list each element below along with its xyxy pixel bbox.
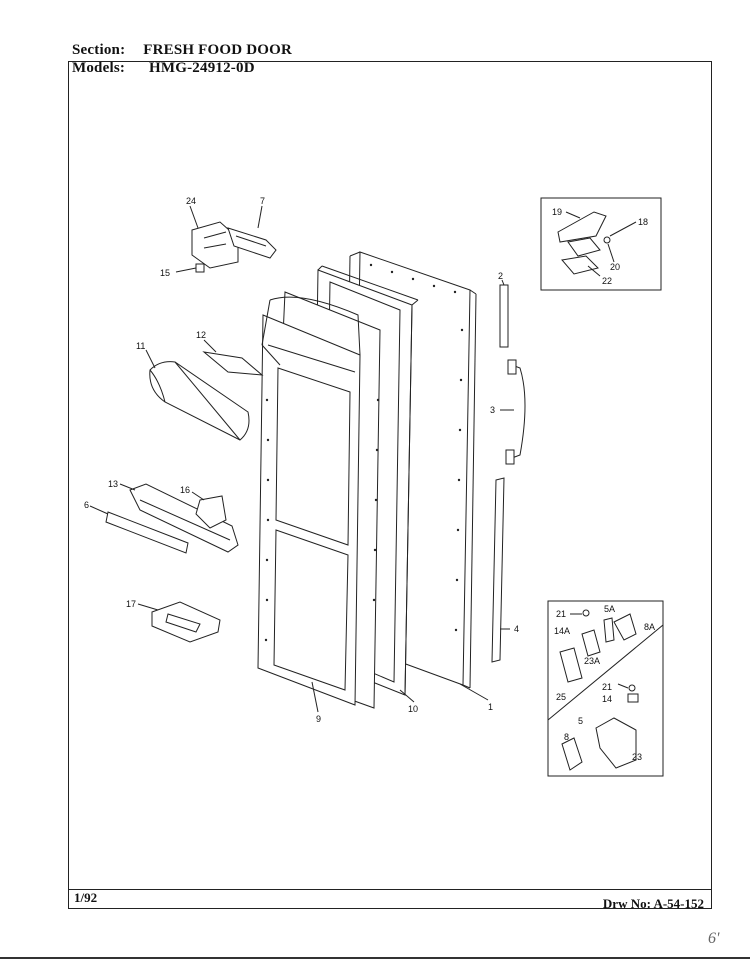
models-header: Models: HMG-24912-0D — [72, 60, 255, 77]
models-label: Models: — [72, 60, 126, 76]
page-bottom-rule — [0, 957, 750, 959]
footer-divider — [68, 889, 712, 890]
section-label: Section: — [72, 42, 126, 58]
part-6-trim-strip — [105, 511, 189, 554]
callout-22: 22 — [602, 276, 612, 286]
callout-23: 23 — [632, 752, 642, 762]
callout-10: 10 — [408, 704, 418, 714]
footer-date: 1/92 — [74, 890, 98, 905]
drawing-number: Drw No: A-54-152 — [602, 896, 704, 911]
diagram-frame — [68, 61, 712, 909]
callout-8: 8 — [564, 732, 569, 742]
part-16-bracket — [195, 495, 227, 529]
callout-13: 13 — [108, 479, 118, 489]
callout-5: 5 — [578, 716, 583, 726]
part-11-shelf-bin — [149, 361, 250, 441]
callout-16: 16 — [180, 485, 190, 495]
part-17-dispenser-pad — [151, 601, 221, 643]
inset-hinge-top — [540, 197, 662, 291]
callout-14a: 14A — [554, 626, 570, 636]
part-24-bracket — [191, 221, 239, 269]
part-7-hinge-cover — [227, 227, 277, 259]
callout-23a: 23A — [584, 656, 600, 666]
callout-20: 20 — [610, 262, 620, 272]
callout-3: 3 — [490, 405, 495, 415]
callout-15: 15 — [160, 268, 170, 278]
callout-5a: 5A — [604, 604, 615, 614]
callout-9: 9 — [316, 714, 321, 724]
callout-21a: 21 — [556, 609, 566, 619]
callout-1: 1 — [488, 702, 493, 712]
callout-2: 2 — [498, 271, 503, 281]
callout-17: 17 — [126, 599, 136, 609]
callout-14: 14 — [602, 694, 612, 704]
section-value: FRESH FOOD DOOR — [143, 42, 293, 58]
callout-7: 7 — [260, 196, 265, 206]
part-15-screw — [195, 263, 205, 273]
callout-12: 12 — [196, 330, 206, 340]
inset-hinge-bottom — [547, 600, 664, 777]
part-3-handle — [505, 359, 526, 465]
part-12-clip — [202, 351, 264, 376]
callout-18: 18 — [638, 217, 648, 227]
callout-25: 25 — [556, 692, 566, 702]
callout-11: 11 — [136, 341, 145, 351]
section-header: Section: FRESH FOOD DOOR — [72, 42, 292, 59]
callout-8a: 8A — [644, 622, 655, 632]
callout-21b: 21 — [602, 682, 612, 692]
callout-24: 24 — [186, 196, 196, 206]
part-13-bin-frame — [129, 483, 239, 553]
models-value: HMG-24912-0D — [149, 60, 255, 76]
corner-handwritten-mark: 6' — [708, 930, 720, 947]
callout-6: 6 — [84, 500, 89, 510]
callout-4: 4 — [514, 624, 519, 634]
part-9-inner-liner — [257, 291, 381, 709]
callout-19: 19 — [552, 207, 562, 217]
leader-lines — [89, 205, 637, 713]
part-2-strip — [499, 284, 509, 348]
part-4-strip — [491, 477, 505, 663]
